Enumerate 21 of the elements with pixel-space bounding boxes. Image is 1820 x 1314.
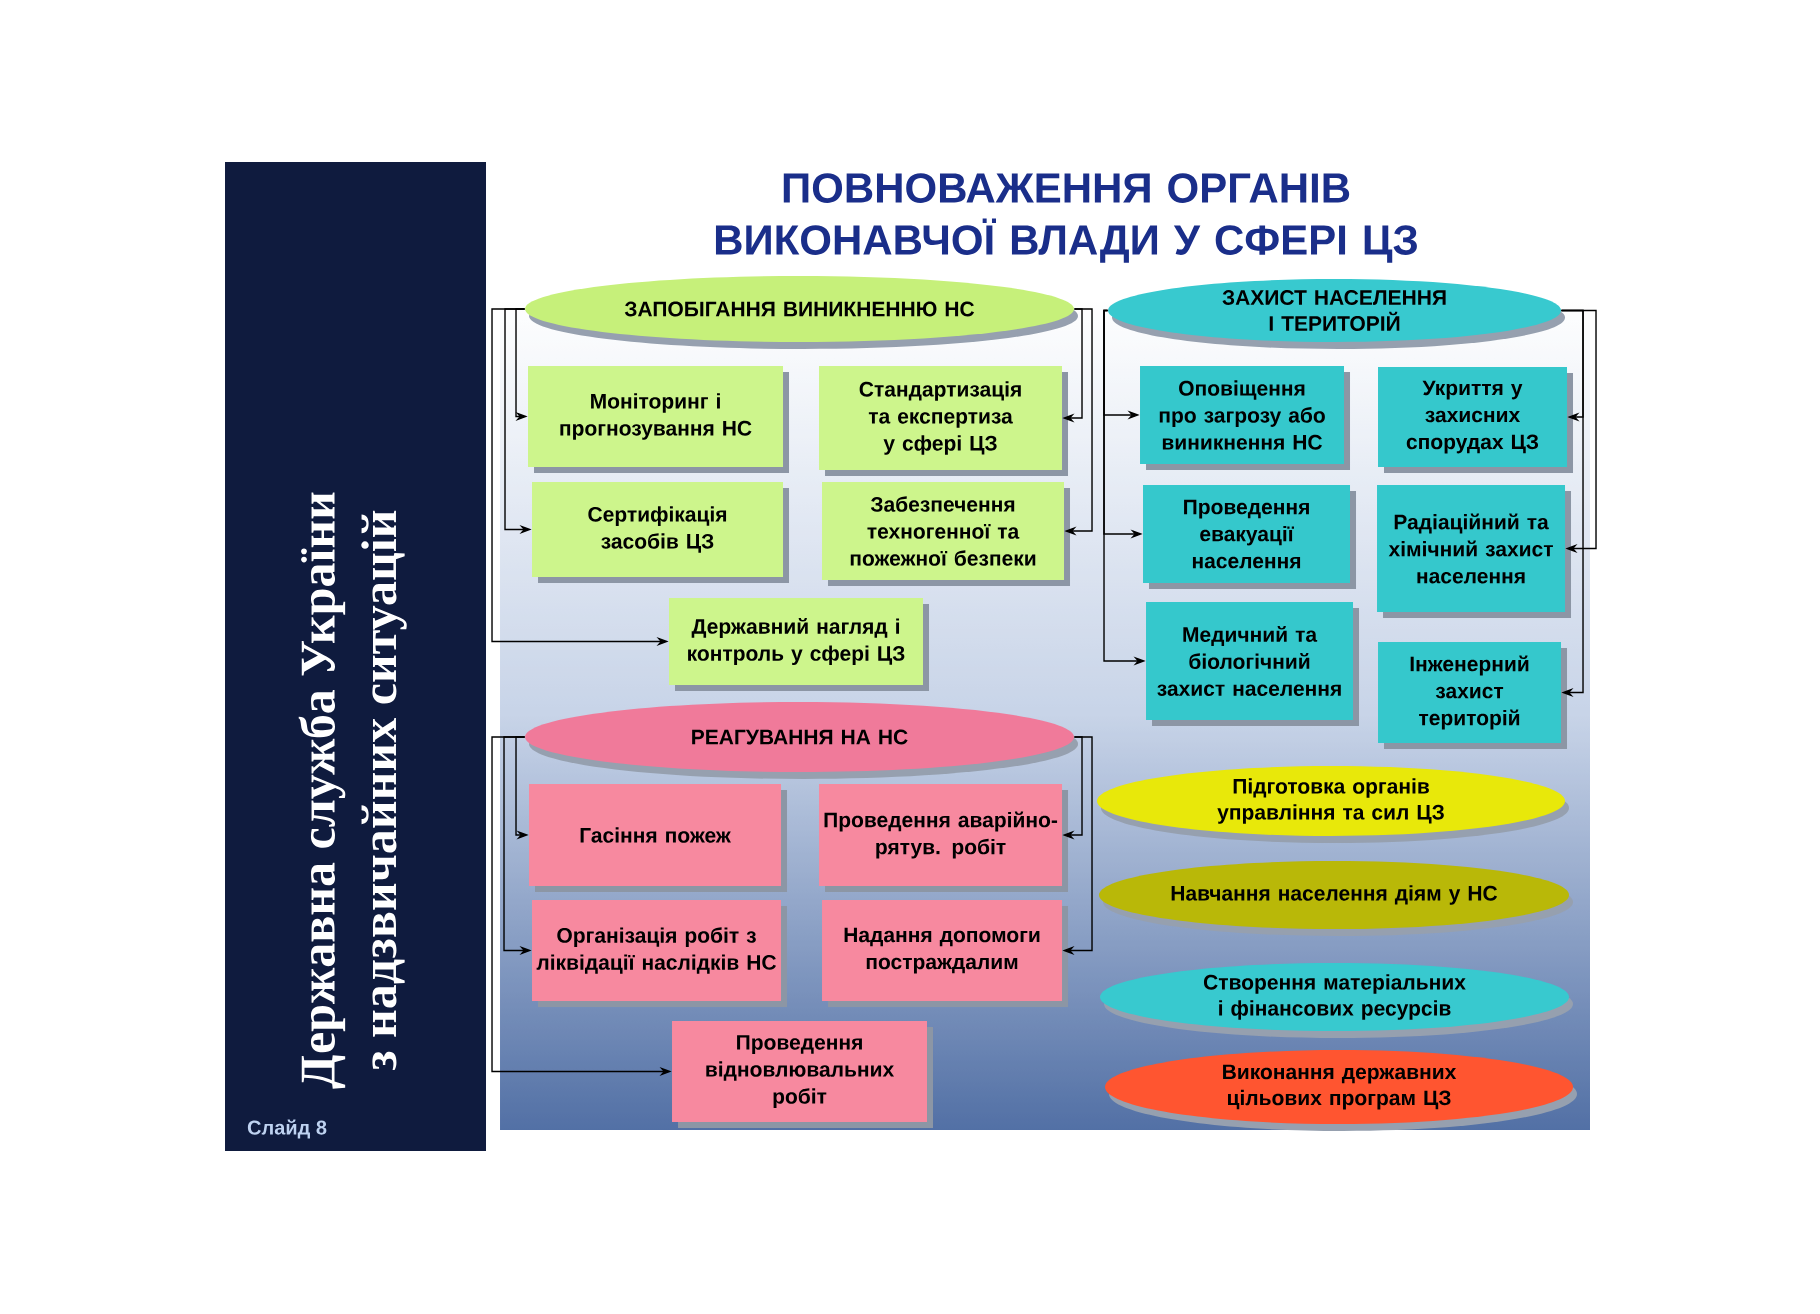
- title: ПОВНОВАЖЕННЯ ОРГАНІВ ВИКОНАВЧОЇ ВЛАДИ У СФЕРІ ЦЗ: [715, 173, 1417, 263]
- vertical-title: з надзвичайних ситуацій: [361, 510, 407, 1070]
- process-box: Проведення евакуації населення: [1143, 485, 1356, 589]
- process-box: Оповіщення про загрозу або виникнення НС: [1140, 366, 1350, 470]
- process-box: Проведення відновлювальних робіт: [672, 1021, 933, 1128]
- process-box: Надання допомоги постраждалим: [822, 900, 1068, 1007]
- process-box: Організація робіт з ліквідації наслідків НС: [532, 900, 787, 1007]
- process-box: Стандартизація та експертиза у сфері ЦЗ: [819, 366, 1068, 476]
- process-box: Проведення аварійно-рятув. робіт: [819, 784, 1068, 892]
- arrow: [1560, 309, 1584, 698]
- process-box: Забезпечення техногенної та пожежної безпеки: [822, 482, 1070, 586]
- process-box: Інженерний захист територій: [1378, 642, 1567, 749]
- process-box: Гасіння пожеж: [529, 784, 787, 892]
- process-box: Радіаційний та хімічний захист населення: [1377, 485, 1571, 618]
- vertical-title: Державна служба України: [298, 492, 346, 1089]
- process-box: Державний нагляд і контроль у сфері ЦЗ: [669, 598, 929, 691]
- process-box: Моніторинг і прогнозування НС: [528, 366, 789, 473]
- process-box: Сертифікація засобів ЦЗ: [532, 482, 789, 583]
- slide-number: Слайд 8: [247, 1119, 327, 1139]
- process-box: Медичний та біологічний захист населення: [1146, 602, 1359, 726]
- process-box: Укриття у захисних спорудах ЦЗ: [1378, 367, 1573, 473]
